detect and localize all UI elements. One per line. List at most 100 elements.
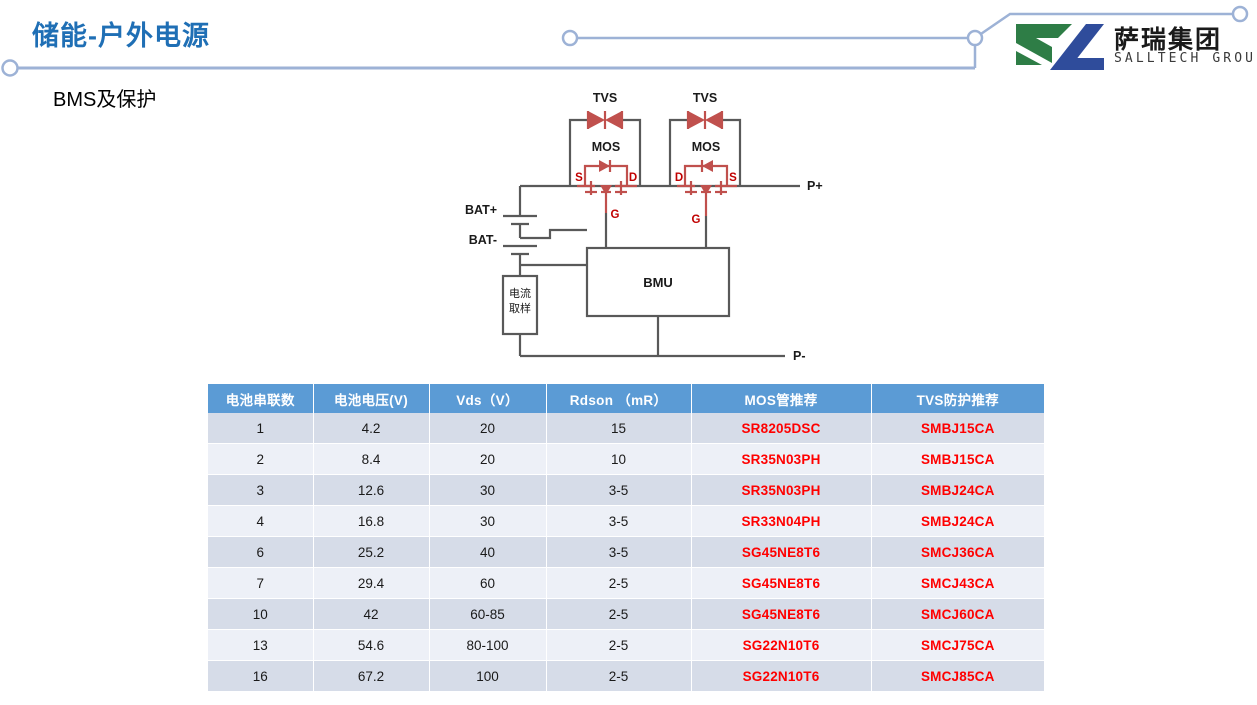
- table-cell: 4: [208, 505, 314, 537]
- current-shunt-block: 电流 取样: [501, 274, 539, 356]
- table-cell: SMBJ24CA: [871, 505, 1044, 537]
- mosfet-right-source-label: S: [729, 172, 737, 184]
- deco-circle-bend: [966, 29, 984, 47]
- table-cell: 20: [429, 413, 547, 444]
- header-decoration: [1, 5, 1249, 77]
- table-cell: 16.8: [313, 505, 430, 537]
- bmu-block: BMU: [585, 246, 731, 356]
- page-title: 储能-户外电源: [32, 21, 210, 51]
- column-header-series-count: 电池串联数: [208, 384, 314, 413]
- table-cell: 42: [313, 598, 430, 630]
- table-cell: 30: [429, 505, 547, 537]
- tvs-right-label: TVS: [693, 91, 717, 105]
- table-cell: SR35N03PH: [691, 443, 872, 475]
- table-cell: SMBJ15CA: [871, 443, 1044, 475]
- mos-left-label: MOS: [592, 140, 620, 154]
- table-cell: 29.4: [313, 567, 430, 599]
- mosfet-left-source-label: S: [575, 172, 583, 184]
- table-cell: 60: [429, 567, 547, 599]
- table-cell: 100: [429, 660, 547, 692]
- table-cell: 1: [208, 413, 314, 444]
- tvs-left-label: TVS: [593, 91, 617, 105]
- table-cell: SMCJ75CA: [871, 629, 1044, 661]
- table-cell: SR35N03PH: [691, 474, 872, 506]
- table-cell: 7: [208, 567, 314, 599]
- column-header-battery-voltage: 电池电压(V): [313, 384, 430, 413]
- table-cell: SG45NE8T6: [691, 536, 872, 568]
- table-cell: 20: [429, 443, 547, 475]
- column-header-mos-recommend: MOS管推荐: [691, 384, 872, 413]
- shunt-label-line1: 电流: [509, 286, 531, 300]
- logo-text-en: SALLTECH GROUP: [1114, 51, 1257, 66]
- deco-circle-right: [1231, 5, 1249, 23]
- table-cell: SMCJ85CA: [871, 660, 1044, 692]
- mosfet-left-drain-label: D: [629, 172, 637, 184]
- tvs-right-branch: [668, 111, 742, 186]
- table-cell: SMCJ36CA: [871, 536, 1044, 568]
- table-cell: SR8205DSC: [691, 413, 872, 444]
- bms-circuit-diagram: .w{stroke:#595959;stroke-width:2.2;fill:…: [455, 88, 855, 373]
- shunt-label-line2: 取样: [509, 301, 531, 315]
- column-header-tvs-recommend: TVS防护推荐: [871, 384, 1044, 413]
- bmu-label: BMU: [643, 275, 673, 290]
- table-cell: 15: [546, 413, 692, 444]
- tvs-left-symbol: [586, 111, 624, 129]
- table-cell: 2-5: [546, 598, 692, 630]
- table-cell: 2-5: [546, 660, 692, 692]
- bat-minus-label: BAT-: [469, 233, 497, 247]
- table-cell: 2-5: [546, 567, 692, 599]
- deco-circle-mid: [561, 29, 579, 47]
- table-cell: SMCJ60CA: [871, 598, 1044, 630]
- table-cell: 3-5: [546, 536, 692, 568]
- deco-circle-left: [1, 59, 19, 77]
- section-subtitle: BMS及保护: [53, 89, 157, 111]
- tvs-left-branch: [568, 111, 642, 186]
- table-cell: 67.2: [313, 660, 430, 692]
- table-cell: SG45NE8T6: [691, 567, 872, 599]
- table-cell: 16: [208, 660, 314, 692]
- column-header-rdson: Rdson （mR）: [546, 384, 692, 413]
- mosfet-right-drain-label: D: [675, 172, 683, 184]
- bat-plus-label: BAT+: [465, 203, 497, 217]
- table-cell: 2-5: [546, 629, 692, 661]
- p-plus-label: P+: [807, 179, 823, 193]
- battery-stack: [503, 186, 587, 276]
- table-cell: 13: [208, 629, 314, 661]
- table-cell: SMBJ15CA: [871, 413, 1044, 444]
- table-cell: SG45NE8T6: [691, 598, 872, 630]
- table-cell: 3-5: [546, 474, 692, 506]
- table-cell: 4.2: [313, 413, 430, 444]
- page-header: 储能-户外电源 萨瑞集团 SALLTECH GROUP: [0, 0, 1257, 90]
- table-cell: 30: [429, 474, 547, 506]
- table-cell: 12.6: [313, 474, 430, 506]
- p-minus-label: P-: [793, 349, 806, 363]
- mos-tvs-recommendation-table: 电池串联数 电池电压(V) Vds（V） Rdson （mR） MOS管推荐 T…: [208, 384, 1044, 692]
- table-cell: 6: [208, 536, 314, 568]
- table-cell: SR33N04PH: [691, 505, 872, 537]
- table-cell: 10: [208, 598, 314, 630]
- mosfet-right-symbol: [677, 160, 737, 248]
- table-cell: SMCJ43CA: [871, 567, 1044, 599]
- table-cell: 3: [208, 474, 314, 506]
- column-header-vds: Vds（V）: [429, 384, 547, 413]
- table-cell: 54.6: [313, 629, 430, 661]
- table-cell: 2: [208, 443, 314, 475]
- mosfet-right-gate-label: G: [692, 214, 701, 226]
- table-cell: 40: [429, 536, 547, 568]
- table-cell: 8.4: [313, 443, 430, 475]
- table-cell: SMBJ24CA: [871, 474, 1044, 506]
- table-cell: 25.2: [313, 536, 430, 568]
- table-header-row: 电池串联数 电池电压(V) Vds（V） Rdson （mR） MOS管推荐 T…: [208, 384, 1044, 413]
- salltech-logo-mark: [1016, 24, 1104, 70]
- tvs-right-symbol: [686, 111, 724, 129]
- table-cell: SG22N10T6: [691, 629, 872, 661]
- mos-right-label: MOS: [692, 140, 720, 154]
- mosfet-left-gate-label: G: [611, 209, 620, 221]
